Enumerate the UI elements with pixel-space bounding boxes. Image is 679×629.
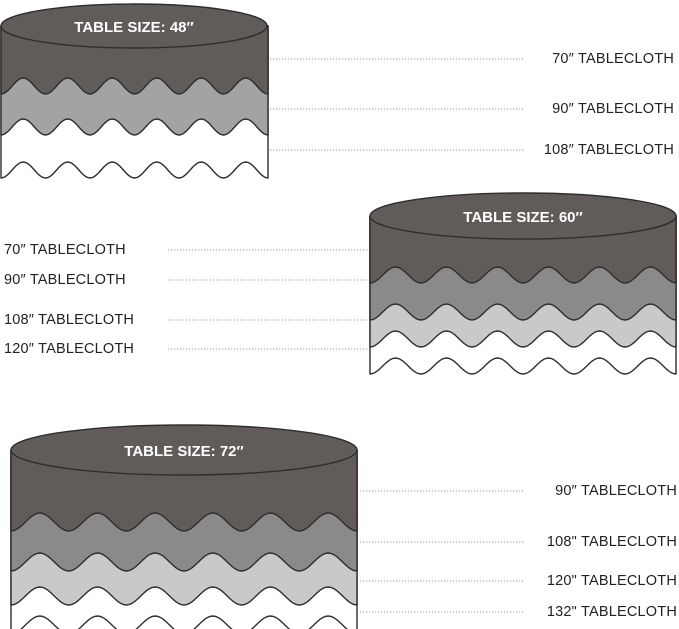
table-72-tablecloth-label-3: 120" TABLECLOTH: [547, 573, 677, 589]
table-60-tablecloth-label-4: 120″ TABLECLOTH: [4, 341, 134, 357]
table-60-tablecloth-label-2: 90″ TABLECLOTH: [4, 272, 126, 288]
table-48-top: [0, 3, 268, 49]
table-72-tablecloth-label-4: 132" TABLECLOTH: [547, 604, 677, 620]
table-60-tablecloth-label-1: 70″ TABLECLOTH: [4, 242, 126, 258]
table-48-tablecloth-label-3: 108″ TABLECLOTH: [544, 142, 674, 158]
table-72-group: TABLE SIZE: 72″ 90″ TABLECLOTH 108" TABLE…: [10, 424, 677, 629]
table-60-cloth-layers: [369, 215, 677, 375]
table-48-leaders: 70″ TABLECLOTH 90″ TABLECLOTH 108″ TABLECL…: [270, 51, 674, 158]
table-72-top: [10, 424, 358, 476]
table-60-group: TABLE SIZE: 60″ 70″ TABLECLOTH 90″ TABLEC…: [4, 192, 677, 375]
table-72-title: TABLE SIZE: 72″: [124, 443, 243, 460]
table-72-cloth-layers: [10, 449, 358, 629]
table-48-group: TABLE SIZE: 48″ 70″ TABLECLOTH 90″ TABLEC…: [0, 3, 674, 179]
table-60-tablecloth-label-3: 108″ TABLECLOTH: [4, 312, 134, 328]
table-60-top: [369, 192, 677, 240]
table-48-tablecloth-label-2: 90″ TABLECLOTH: [552, 101, 674, 117]
table-48-cloth-layers: [0, 25, 269, 179]
table-72-tablecloth-label-1: 90″ TABLECLOTH: [555, 483, 677, 499]
table-48-title: TABLE SIZE: 48″: [74, 19, 193, 36]
table-60-leaders: 70″ TABLECLOTH 90″ TABLECLOTH 108″ TABLECL…: [4, 242, 368, 357]
table-60-title: TABLE SIZE: 60″: [463, 209, 582, 226]
table-72-tablecloth-label-2: 108" TABLECLOTH: [547, 534, 677, 550]
table-72-leaders: 90″ TABLECLOTH 108" TABLECLOTH 120" TABLEC…: [360, 483, 677, 620]
table-48-tablecloth-label-1: 70″ TABLECLOTH: [552, 51, 674, 67]
